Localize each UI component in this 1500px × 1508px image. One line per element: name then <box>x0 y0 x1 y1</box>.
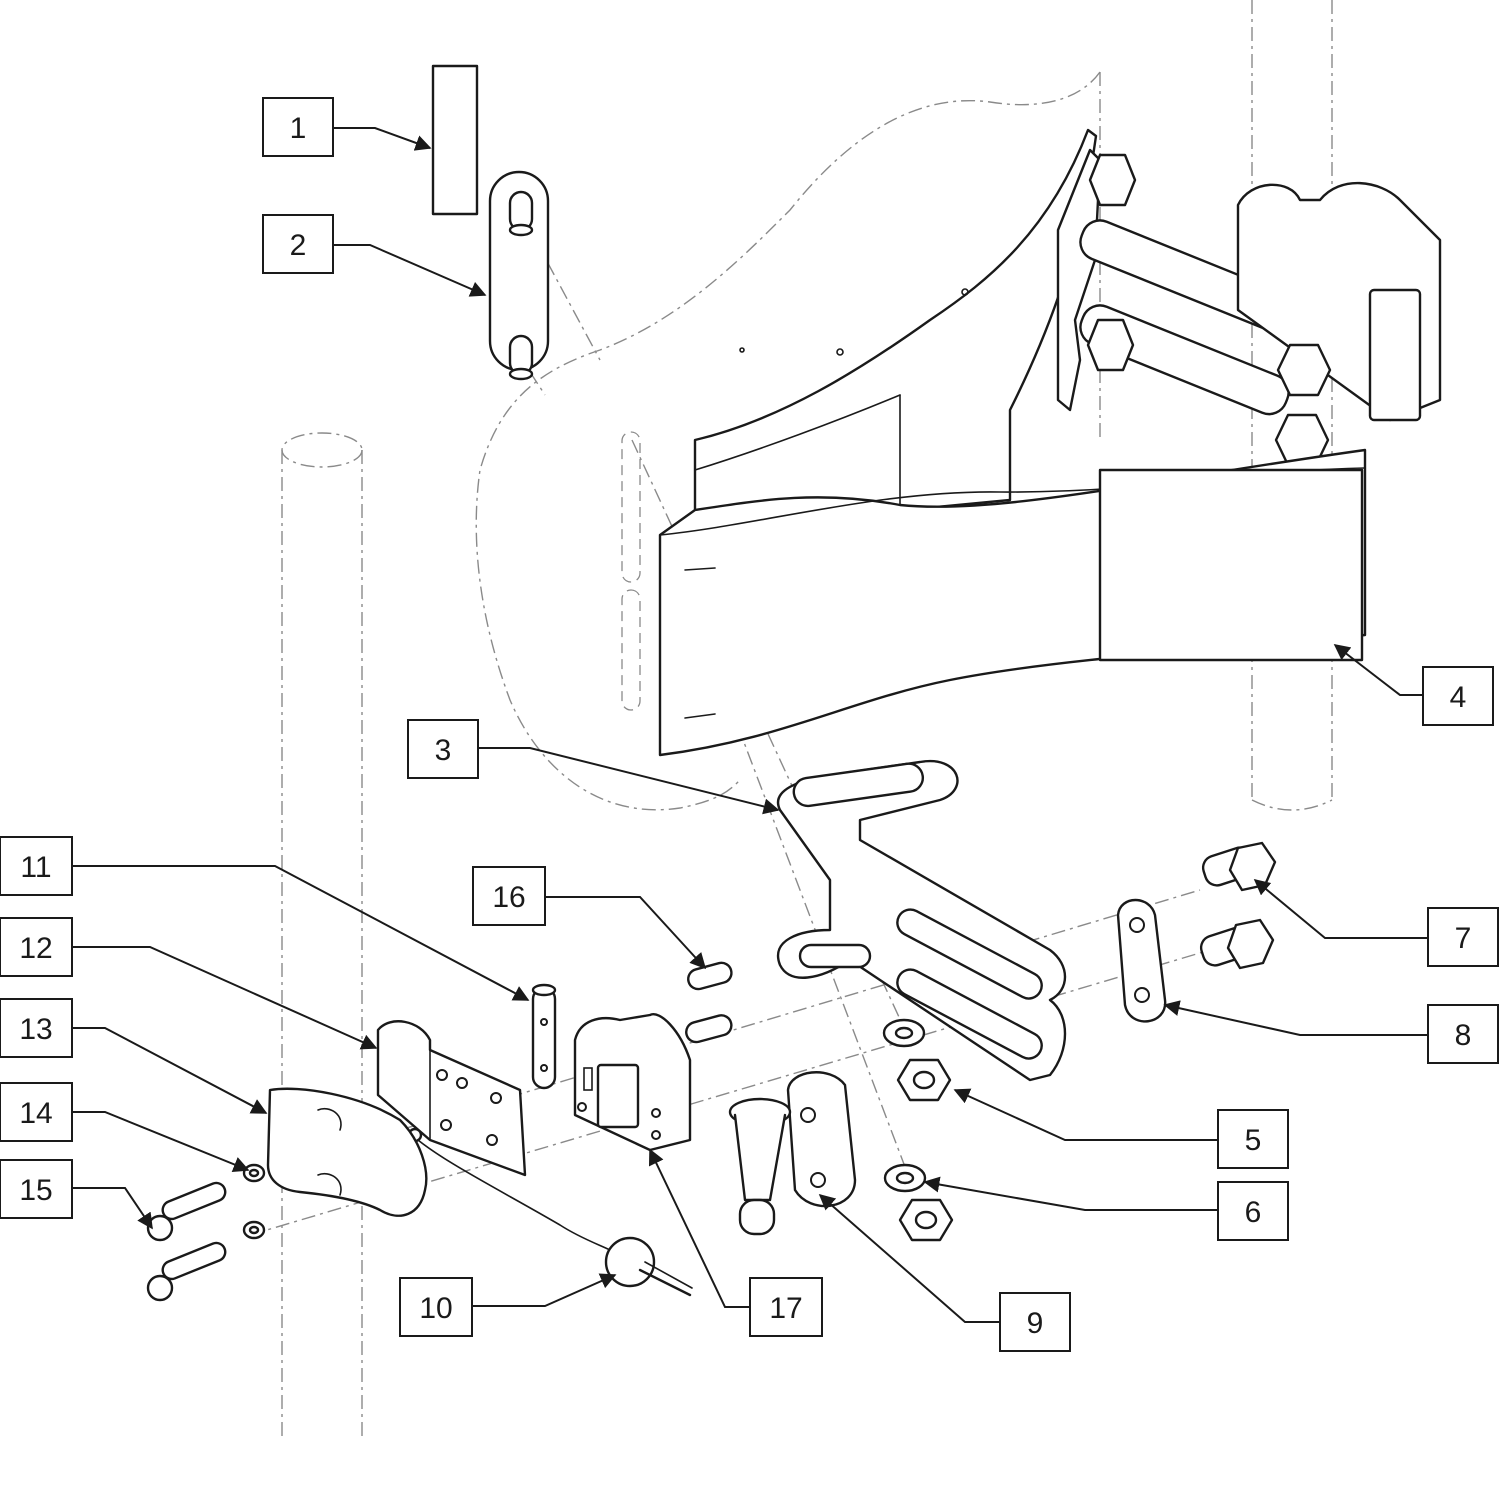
leader-8 <box>1163 1000 1428 1036</box>
callout-15: 15 <box>0 1159 73 1219</box>
svg-text:15: 15 <box>19 1174 52 1207</box>
leader-11 <box>72 865 530 1001</box>
leader-5 <box>953 1088 1218 1141</box>
callout-12: 12 <box>0 917 73 977</box>
svg-text:8: 8 <box>1455 1019 1472 1052</box>
callout-8: 8 <box>1427 1004 1499 1064</box>
callout-17: 17 <box>749 1277 823 1337</box>
callout-14: 14 <box>0 1082 73 1142</box>
callout-6: 6 <box>1217 1181 1289 1241</box>
svg-text:1: 1 <box>290 112 307 145</box>
callout-1: 1 <box>262 97 334 157</box>
callout-3: 3 <box>407 719 479 779</box>
part-14-washers <box>242 1163 266 1240</box>
callout-5: 5 <box>1217 1109 1289 1169</box>
svg-text:14: 14 <box>19 1097 52 1130</box>
part-17-swing-block <box>573 1013 692 1152</box>
svg-text:6: 6 <box>1245 1196 1262 1229</box>
svg-text:10: 10 <box>419 1292 452 1325</box>
leader-12 <box>72 946 378 1050</box>
part-9-clamp-block <box>728 1071 857 1236</box>
callout-16: 16 <box>472 866 546 926</box>
part-2-spacer <box>488 170 550 381</box>
leader-lines <box>72 127 1428 1323</box>
part-13-tube-clamp <box>266 1087 428 1217</box>
leader-4 <box>1333 644 1423 696</box>
callout-9: 9 <box>999 1292 1071 1352</box>
part-7-bolts <box>1199 841 1277 970</box>
callout-10: 10 <box>399 1277 473 1337</box>
leader-9 <box>818 1193 1000 1323</box>
svg-text:11: 11 <box>20 851 51 884</box>
leader-14 <box>72 1111 250 1173</box>
svg-text:16: 16 <box>492 881 525 914</box>
part-5-nut-washer <box>882 1018 952 1102</box>
svg-text:13: 13 <box>19 1013 52 1046</box>
svg-text:9: 9 <box>1027 1307 1044 1340</box>
svg-text:2: 2 <box>290 229 307 262</box>
callout-4: 4 <box>1422 666 1494 726</box>
svg-text:7: 7 <box>1455 922 1472 955</box>
part-12-hinge-plate <box>376 1020 527 1177</box>
part-16-set-screws <box>685 961 733 1044</box>
callout-13: 13 <box>0 998 73 1058</box>
svg-text:4: 4 <box>1450 681 1467 714</box>
part-1-pad <box>431 64 479 216</box>
leader-7 <box>1253 878 1428 939</box>
part-15-screws <box>146 1181 227 1302</box>
svg-text:3: 3 <box>435 734 452 767</box>
part-11-pin <box>531 983 557 1090</box>
leader-15 <box>72 1187 153 1230</box>
leader-6 <box>923 1176 1218 1211</box>
left-frame-tube <box>281 432 363 1440</box>
leader-17 <box>648 1148 750 1308</box>
leader-10 <box>472 1273 617 1307</box>
leader-1 <box>333 127 432 151</box>
svg-text:17: 17 <box>769 1292 802 1325</box>
part-6-nut-washer <box>883 1163 954 1242</box>
svg-text:12: 12 <box>19 932 52 965</box>
part-4-strap <box>658 448 1367 757</box>
callout-7: 7 <box>1427 907 1499 967</box>
leader-3 <box>478 747 780 815</box>
mounting-slots <box>621 431 641 711</box>
callout-2: 2 <box>262 214 334 274</box>
leader-13 <box>72 1027 268 1114</box>
part-10-pull-pin <box>407 1127 693 1297</box>
callout-11: 11 <box>0 836 73 896</box>
leader-2 <box>333 244 487 297</box>
leader-16 <box>545 896 707 970</box>
part-3-bracket <box>776 759 1067 1082</box>
svg-text:5: 5 <box>1245 1124 1262 1157</box>
upper-bracket-assembly <box>1056 148 1442 467</box>
seat-back-shell <box>693 128 1098 532</box>
part-8-link-plate <box>1116 898 1167 1023</box>
